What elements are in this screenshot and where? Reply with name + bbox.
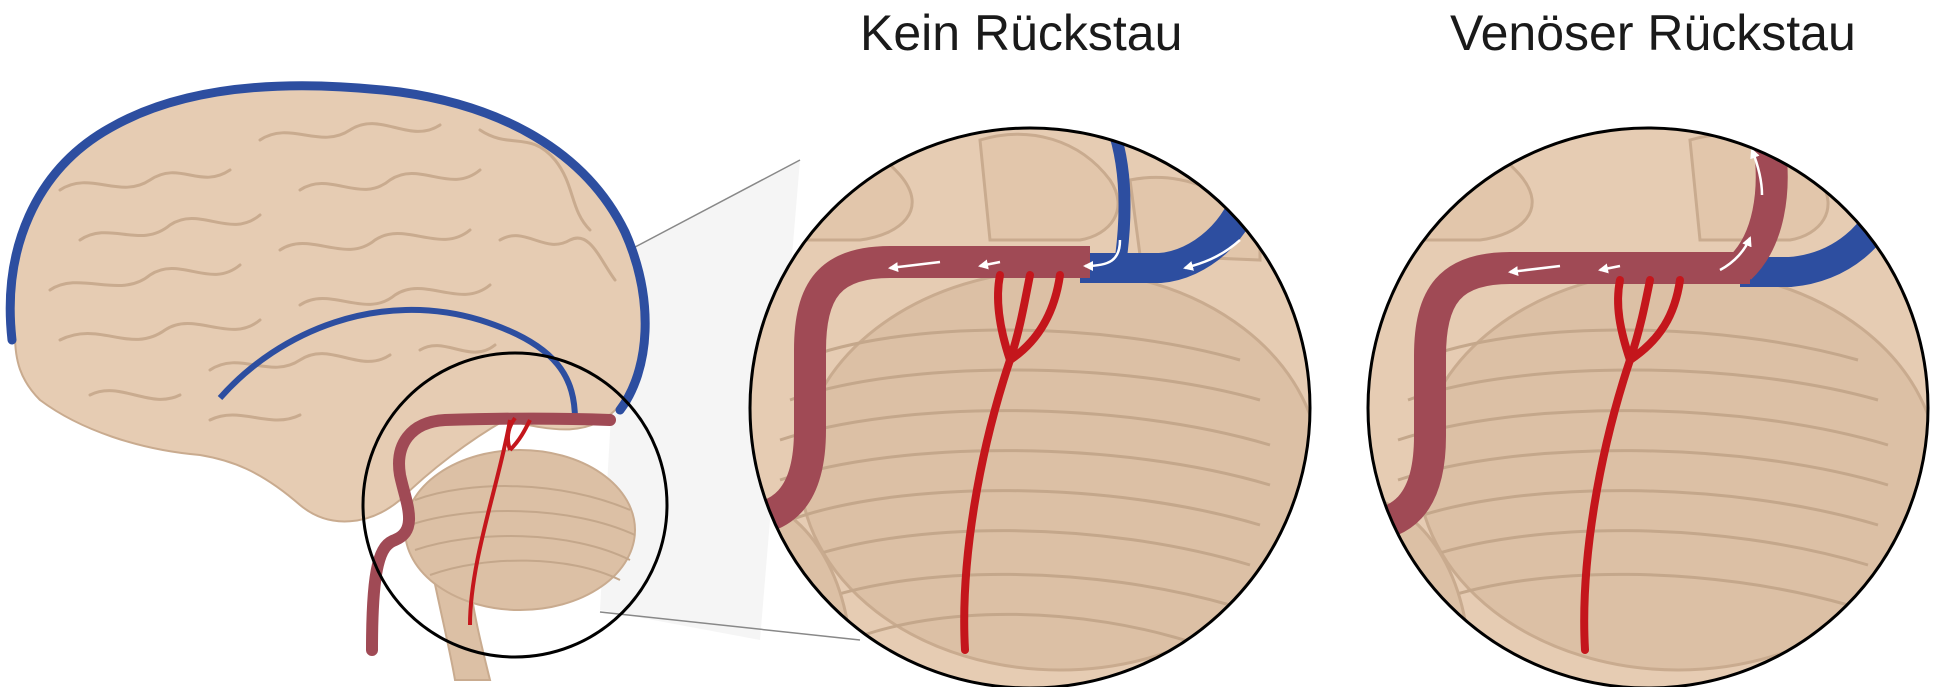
zoom-circle-normal-outline [748, 126, 1312, 687]
transverse-sinus [366, 412, 616, 656]
flow-arrow-icon [888, 239, 1241, 273]
zoom-connector [599, 159, 861, 641]
zoom-region-circle [361, 351, 669, 659]
panel-title-congestion: Venöser Rückstau [1450, 5, 1856, 61]
arteries-congestion [1580, 276, 1684, 654]
brain-sagittal-view [5, 81, 669, 681]
inner-cerebral-vein [217, 306, 578, 421]
small-arteries [468, 416, 532, 626]
cerebellum [404, 449, 636, 611]
zoom-panel-congestion [1366, 126, 1930, 687]
panel-title-normal: Kein Rückstau [860, 5, 1183, 61]
zoom-circle-congestion-outline [1366, 126, 1930, 687]
flow-arrow-icon [1508, 148, 1764, 277]
superior-sagittal-sinus [5, 81, 650, 415]
zoom-panel-normal [748, 126, 1312, 687]
arteries-normal [960, 271, 1064, 654]
